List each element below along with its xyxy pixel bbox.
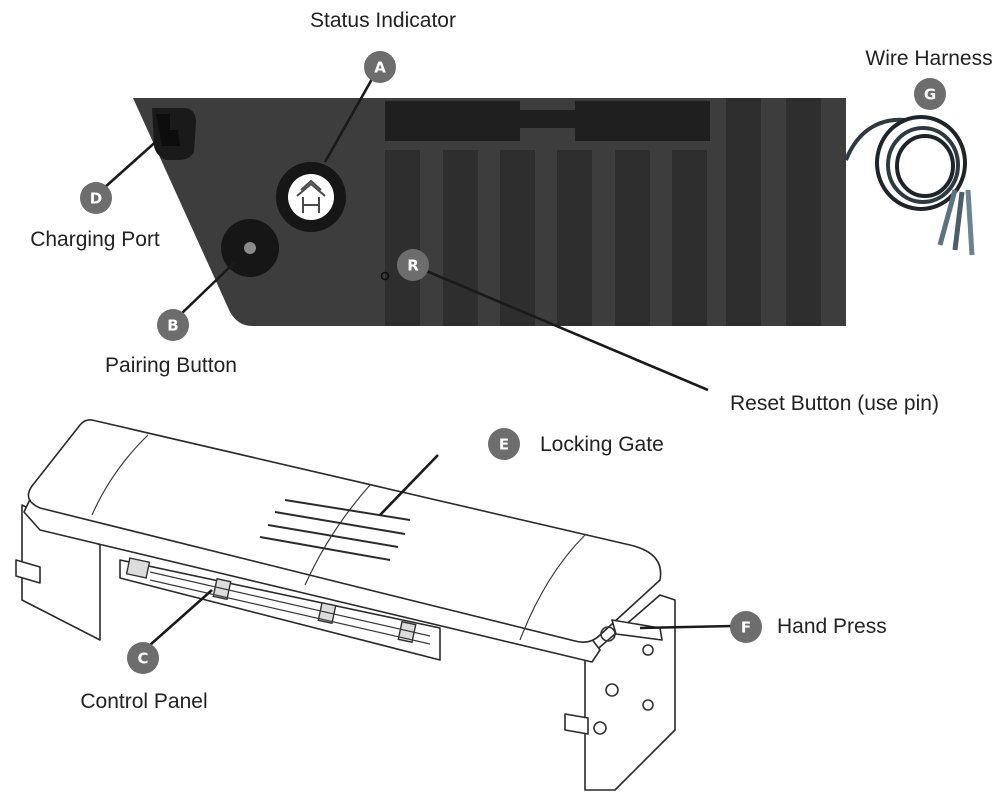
status-indicator-face bbox=[288, 174, 334, 220]
callout-f-letter: F bbox=[741, 619, 751, 637]
home-h-icon bbox=[296, 179, 326, 213]
top-vent-right bbox=[575, 101, 710, 141]
callout-a: A bbox=[364, 51, 396, 83]
callout-d: D bbox=[80, 182, 112, 214]
label-control-panel: Control Panel bbox=[80, 690, 207, 713]
device-3d-view bbox=[15, 419, 676, 791]
top-vent-left bbox=[385, 101, 520, 141]
callout-a-letter: A bbox=[374, 59, 386, 77]
callout-e: E bbox=[488, 428, 520, 460]
callout-c: C bbox=[127, 642, 159, 674]
leader-a bbox=[323, 78, 374, 163]
callout-r: R bbox=[397, 249, 429, 281]
callout-d-letter: D bbox=[90, 190, 102, 208]
callout-d-badge bbox=[80, 182, 112, 214]
leader-lines bbox=[103, 78, 734, 646]
label-reset-button: Reset Button (use pin) bbox=[730, 392, 939, 415]
top-vent-bridge bbox=[520, 110, 575, 128]
leader-b bbox=[179, 261, 236, 316]
callout-r-letter: R bbox=[407, 257, 419, 275]
leader-f bbox=[639, 624, 734, 630]
device-body bbox=[133, 98, 846, 326]
callout-e-letter: E bbox=[499, 436, 509, 454]
callout-c-badge bbox=[127, 642, 159, 674]
callout-a-badge bbox=[364, 51, 396, 83]
callout-b-letter: B bbox=[167, 317, 178, 335]
label-charging-port: Charging Port bbox=[30, 228, 160, 251]
label-hand-press: Hand Press bbox=[777, 615, 887, 638]
callout-g-badge bbox=[914, 78, 946, 110]
callout-e-badge bbox=[488, 428, 520, 460]
body-stripes bbox=[385, 98, 821, 326]
callout-b: B bbox=[157, 309, 189, 341]
callout-f-badge bbox=[730, 611, 762, 643]
label-locking-gate: Locking Gate bbox=[540, 433, 664, 456]
leader-e bbox=[379, 454, 439, 516]
locking-gate bbox=[259, 499, 411, 561]
leader-r bbox=[423, 268, 709, 392]
leader-d bbox=[103, 137, 161, 189]
callout-c-letter: C bbox=[137, 650, 148, 668]
leader-c bbox=[149, 589, 213, 646]
hand-press bbox=[611, 619, 663, 641]
label-wire-harness: Wire Harness bbox=[865, 47, 992, 70]
wire-harness bbox=[844, 115, 975, 256]
callout-g: G bbox=[914, 78, 946, 110]
device-top-view bbox=[133, 98, 846, 326]
label-status-indicator: Status Indicator bbox=[310, 9, 456, 32]
callout-b-badge bbox=[157, 309, 189, 341]
callout-f: F bbox=[730, 611, 762, 643]
right-bracket bbox=[584, 594, 676, 791]
label-pairing-button: Pairing Button bbox=[105, 354, 237, 377]
pairing-button-dot bbox=[244, 242, 256, 254]
callout-r-badge bbox=[397, 249, 429, 281]
reset-pinhole bbox=[380, 271, 390, 281]
body-top-lid bbox=[27, 419, 662, 643]
callout-g-letter: G bbox=[924, 86, 936, 104]
